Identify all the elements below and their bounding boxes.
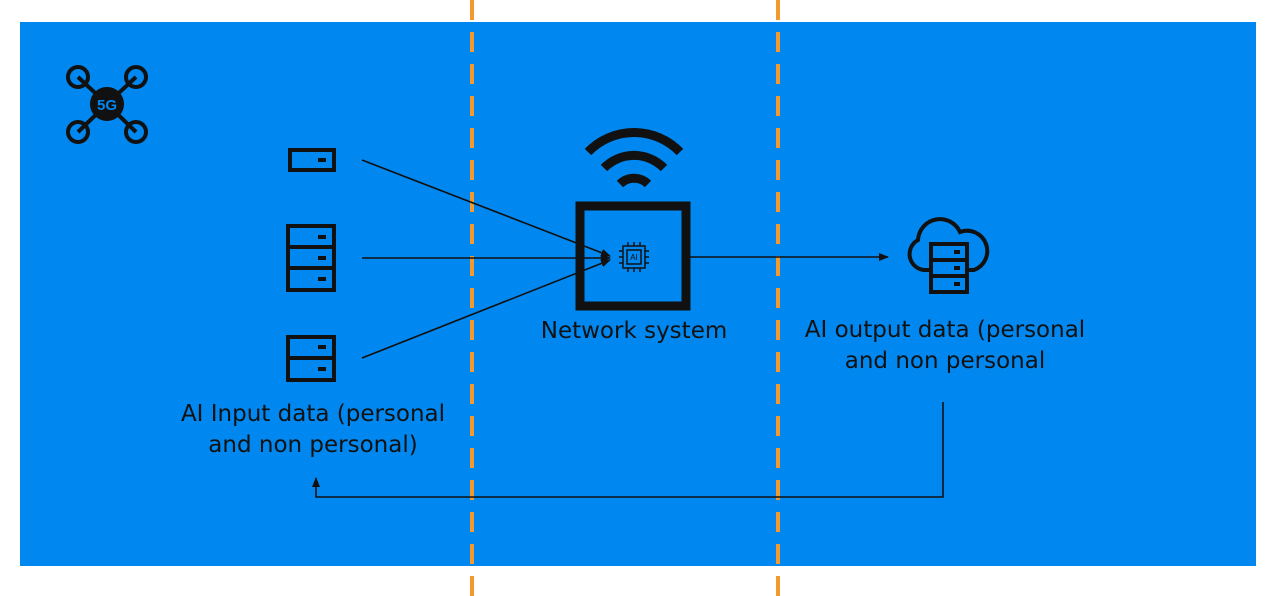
ai-chip-text: AI bbox=[630, 253, 638, 262]
ai-chip-icon bbox=[619, 242, 649, 272]
network-system-text: Network system bbox=[540, 318, 728, 344]
wifi-icon bbox=[584, 128, 684, 188]
network-system-label: Network system bbox=[534, 316, 734, 347]
ai-input-line-2: and non personal) bbox=[208, 432, 418, 458]
5g-badge-text: 5G bbox=[97, 97, 117, 114]
network-system-box bbox=[575, 201, 691, 311]
5g-network-icon bbox=[66, 65, 148, 144]
blue-panel bbox=[20, 22, 1256, 566]
server-rack-icon-large bbox=[286, 224, 336, 292]
ai-output-line-1: AI output data (personal bbox=[804, 317, 1086, 343]
server-rack-icon-medium bbox=[286, 335, 336, 382]
ai-output-line-2: and non personal bbox=[844, 348, 1046, 374]
ai-input-line-1: AI Input data (personal bbox=[180, 401, 446, 427]
cloud-server-icon bbox=[907, 217, 990, 294]
server-rack-icon-small bbox=[288, 148, 336, 172]
ai-output-data-label: AI output data (personal and non persona… bbox=[793, 315, 1097, 377]
input-arrow-top bbox=[361, 159, 611, 257]
feedback-loop-arrow bbox=[312, 402, 944, 498]
input-arrow-bottom bbox=[361, 259, 611, 359]
ai-input-data-label: AI Input data (personal and non personal… bbox=[163, 399, 463, 461]
